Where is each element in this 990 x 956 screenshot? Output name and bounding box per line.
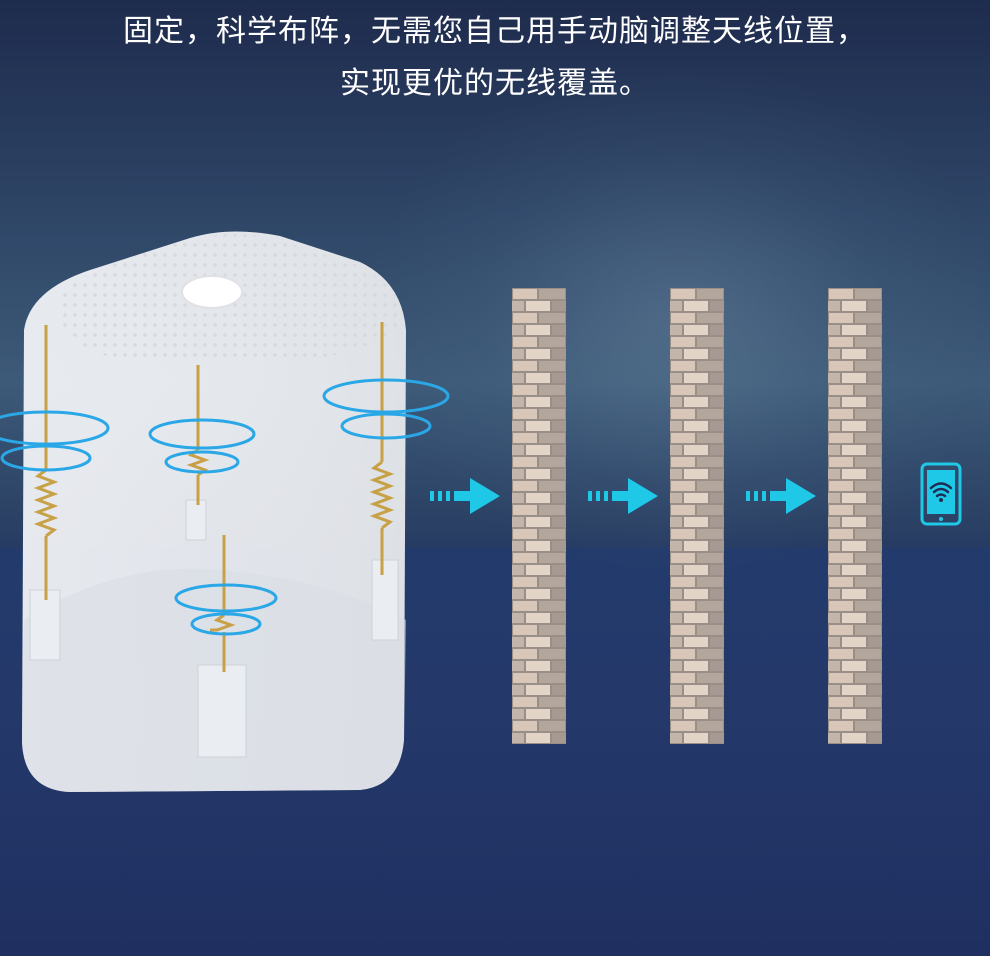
caption-line-2: 实现更优的无线覆盖。: [340, 66, 650, 101]
brick-wall-image: [512, 288, 566, 744]
signal-arrow-icon: [430, 478, 500, 514]
signal-arrow-icon: [588, 478, 658, 514]
phone-wifi-icon: [920, 462, 962, 526]
caption-line-1: 固定，科学布阵，无需您自己用手动脑调整天线位置，: [123, 14, 867, 49]
signal-arrow-icon: [746, 478, 816, 514]
router-image: [0, 231, 450, 793]
brick-wall-image: [828, 288, 882, 744]
brick-wall-image: [670, 288, 724, 744]
